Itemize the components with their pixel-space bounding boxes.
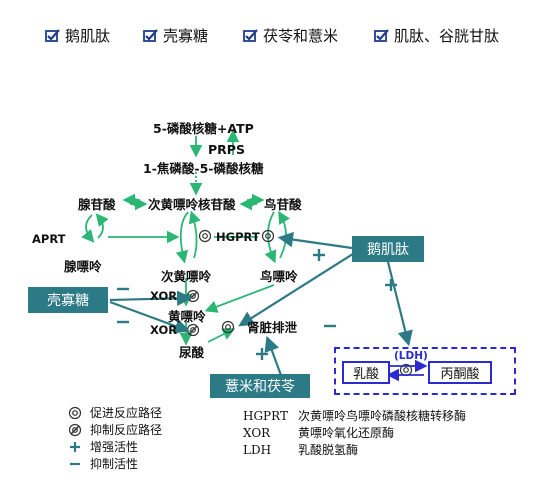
gmp-node: 鸟苷酸 [264,197,302,212]
legend-item-chitosan: 壳寡糖 [143,25,208,46]
double-circle-icon [68,406,82,419]
checked-box-icon [243,29,258,42]
hgprt-label: HGPRT [216,230,260,244]
ldh-label: (LDH) [394,350,428,362]
prps-label: PRPS [208,142,245,157]
key-plus: 增强活性 [68,438,138,455]
abbr-meaning: 次黄嘌呤鸟嘌呤磷酸核糖转移酶 [298,409,467,423]
arrow-uric-renal [207,328,236,343]
arrow-chitosan-xor1 [109,290,193,306]
aprt-label: APRT [32,232,66,246]
xor-label-1: XOR [150,289,178,303]
key-label: 促进反应路径 [90,406,163,420]
amp-node: 腺苷酸 [78,197,116,212]
abbr-hgprt: HGPRT 次黄嘌呤鸟嘌呤磷酸核糖转移酶 [243,407,466,424]
arrow-anserine-hgprt [277,231,353,250]
minus-icon [70,462,80,465]
abbr-meaning: 乳酸脱氢酶 [298,443,359,457]
key-minus: 抑制活性 [68,455,138,472]
legend-label: 鹅肌肽 [65,27,111,45]
prpp-node: 1-焦磷酸-5-磷酸核糖 [143,161,264,176]
xor-label-2: XOR [150,323,178,337]
arrow-amp-adenine [81,214,95,243]
adenine-node: 腺嘌呤 [64,259,102,274]
r5p-atp-node: 5-磷酸核糖+ATP [153,121,254,136]
coix-poria-box: 薏米和茯苓 [210,374,310,398]
arrow-chitosan-xor2 [109,300,191,334]
key-inhibit: 抑制反应路径 [68,421,162,438]
arrow-imp-hypoxanthine [175,211,189,264]
legend-label: 壳寡糖 [163,27,209,45]
hypoxanthine-node: 次黄嘌呤 [161,269,212,284]
pyruvate-box: 丙酮酸 [428,361,492,384]
checked-box-icon [143,29,158,42]
guanine-node: 鸟嘌呤 [260,269,298,284]
double-circle-icon [198,229,212,243]
abbr-meaning: 黄嘌呤氧化还原酶 [298,426,395,440]
slashed-circle-icon [68,423,82,436]
arrow-anserine-renal [238,251,357,327]
arrow-adenine-amp [95,213,109,239]
checked-box-icon [374,29,389,42]
abbr-term: HGPRT [243,409,288,423]
anserine-box: 鹅肌肽 [352,236,424,262]
arrow-anserine-ldh [386,261,413,347]
imp-node: 次黄嘌呤核苷酸 [148,197,236,212]
abbr-xor: XOR 黄嘌呤氧化还原酶 [243,424,394,441]
plus-icon [70,441,80,452]
chitosan-box: 壳寡糖 [28,287,108,313]
abbr-term: LDH [243,443,272,457]
renal-excretion-node: 肾脏排泄 [247,320,298,335]
abbr-term: XOR [243,426,271,440]
double-circle-icon [261,229,275,243]
key-label: 抑制反应路径 [90,423,163,437]
ldh-region [334,347,516,395]
legend-label: 茯苓和薏米 [263,27,339,45]
checked-box-icon [45,29,60,42]
arrow-coix-renal [264,335,284,379]
slashed-circle-icon [186,323,200,337]
legend-label: 肌肽、谷胱甘肽 [394,27,500,45]
xanthine-node: 黄嘌呤 [168,309,206,324]
arrow-guanine-gmp [278,210,291,259]
legend-item-poria-coix: 茯苓和薏米 [243,25,338,46]
key-label: 抑制活性 [90,457,139,471]
slashed-circle-icon [186,289,200,303]
key-promote: 促进反应路径 [68,404,162,421]
arrow-guanine-xanthine [204,284,275,313]
double-circle-icon [221,320,235,334]
abbr-ldh: LDH 乳酸脱氢酶 [243,441,358,458]
legend-item-carnosine-gsh: 肌肽、谷胱甘肽 [374,25,499,46]
uric-acid-node: 尿酸 [179,345,205,360]
key-label: 增强活性 [90,440,139,454]
legend-item-anserine: 鹅肌肽 [45,25,110,46]
lactate-box: 乳酸 [342,361,390,384]
arrow-hypoxanthine-imp [188,210,201,259]
